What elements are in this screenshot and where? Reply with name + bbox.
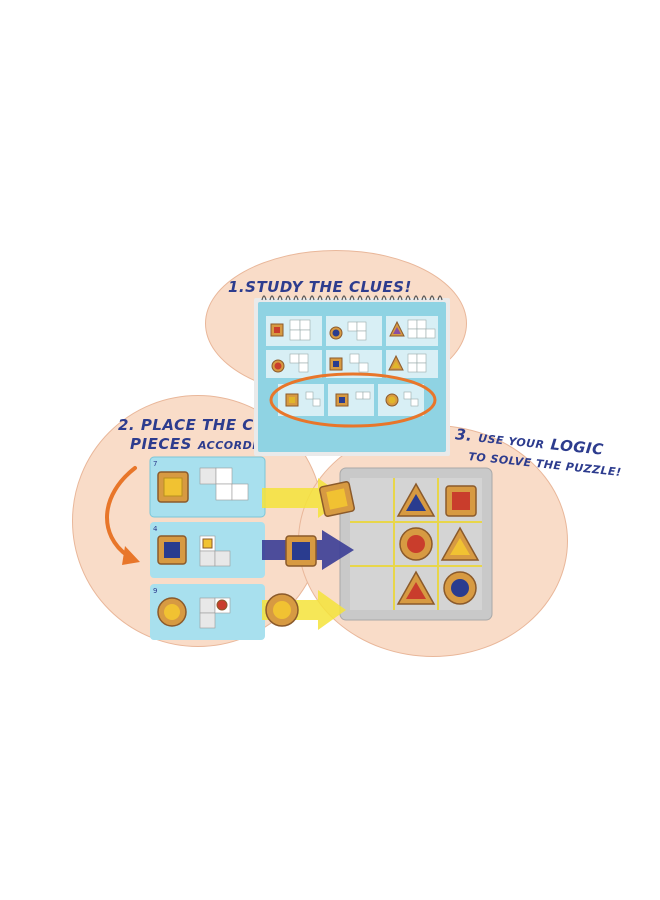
curved-arrow-icon: [105, 466, 137, 558]
moving-cookie-yellow-circle: [265, 593, 299, 627]
moving-cookie-blue-square: [285, 535, 317, 567]
clue-card-4: [150, 522, 265, 578]
clue-card-7: [149, 456, 266, 518]
card-number-4: 4: [153, 525, 158, 533]
puzzle-board: [339, 467, 493, 621]
card-number-9: 9: [153, 587, 157, 595]
card-number-7: 7: [153, 460, 157, 468]
moving-cookie-yellow-square: [319, 481, 355, 517]
curved-arrow-head: [122, 546, 140, 565]
step1-title: 1.STUDY THE CLUES!: [228, 278, 412, 296]
clue-book: [254, 295, 450, 456]
spiral-binding: [261, 295, 443, 301]
clue-card-9: [150, 584, 265, 640]
